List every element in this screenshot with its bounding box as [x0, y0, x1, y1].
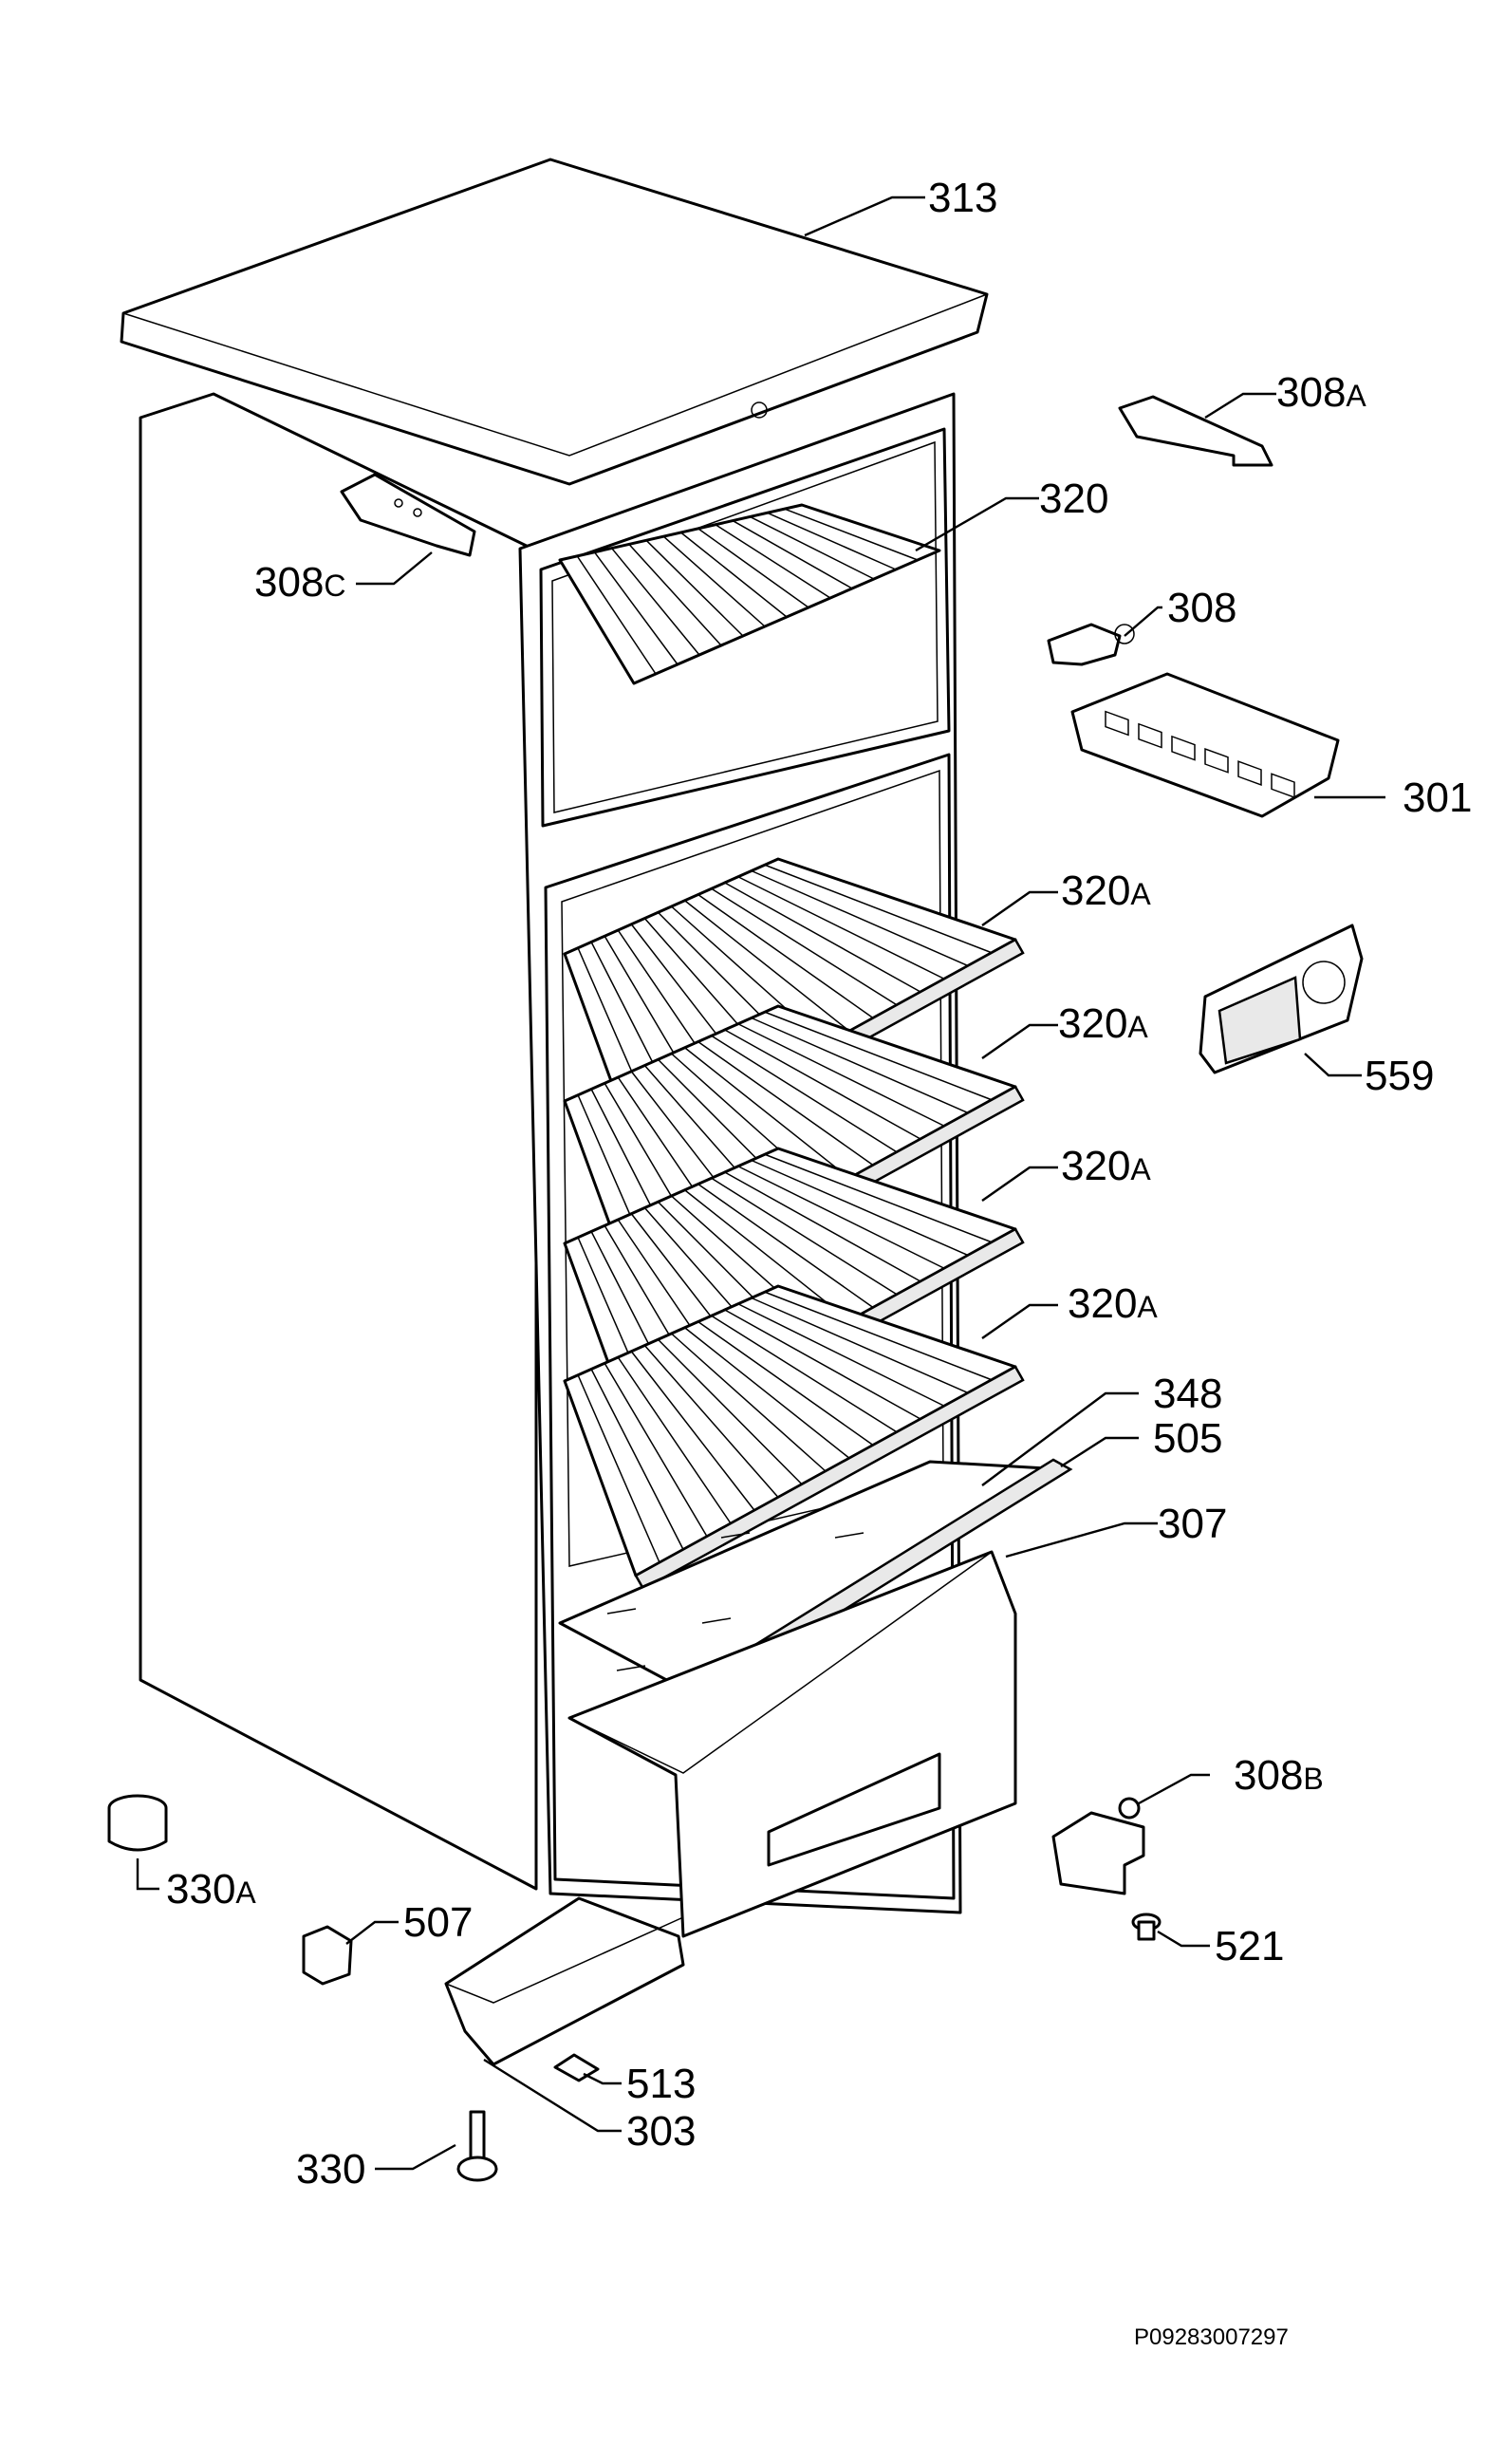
label-303: 303 — [626, 2108, 696, 2155]
callout-labels: 313 308A 320 308C 308 301 320A 320A 559 … — [166, 175, 1472, 2350]
label-330a: 330A — [166, 1866, 256, 1913]
label-348: 348 — [1153, 1371, 1222, 1417]
label-505: 505 — [1153, 1415, 1222, 1462]
screw-521 — [1131, 1913, 1162, 1941]
hinge-308a — [1118, 395, 1273, 467]
label-320a-2: 320A — [1058, 1000, 1148, 1047]
label-320a-4: 320A — [1068, 1280, 1158, 1327]
label-308b: 308B — [1234, 1752, 1324, 1799]
hinge-308c — [340, 473, 476, 557]
label-521: 521 — [1215, 1923, 1284, 1969]
label-513: 513 — [626, 2061, 696, 2107]
top-cover — [120, 158, 989, 486]
label-308: 308 — [1167, 585, 1236, 631]
label-559: 559 — [1365, 1053, 1434, 1099]
fridge-wire-shelves — [563, 857, 1025, 1591]
label-307: 307 — [1158, 1501, 1227, 1547]
crisper-drawer — [567, 1550, 1017, 1938]
hinge-308b — [1051, 1797, 1145, 1895]
label-301: 301 — [1403, 775, 1472, 821]
hinge-308 — [1047, 623, 1135, 666]
freezer-wire-shelf — [558, 503, 941, 685]
label-330: 330 — [296, 2146, 365, 2193]
label-507: 507 — [403, 1899, 473, 1946]
label-320a-1: 320A — [1061, 868, 1151, 914]
thermostat-cover — [1199, 924, 1364, 1074]
label-308a: 308A — [1276, 369, 1366, 416]
clip-513 — [553, 2053, 600, 2082]
screw-330 — [456, 2110, 498, 2182]
leader-lines — [136, 196, 1385, 2171]
label-308c: 308C — [254, 559, 346, 606]
ice-cube-tray — [1070, 672, 1340, 818]
drawing-code: P09283007297 — [1134, 2324, 1289, 2350]
label-313: 313 — [928, 175, 997, 221]
label-320: 320 — [1039, 476, 1108, 522]
clip-507 — [302, 1925, 353, 1986]
plinth-cover — [444, 1896, 685, 2066]
foot-330a — [107, 1794, 168, 1852]
label-320a-3: 320A — [1061, 1143, 1151, 1189]
